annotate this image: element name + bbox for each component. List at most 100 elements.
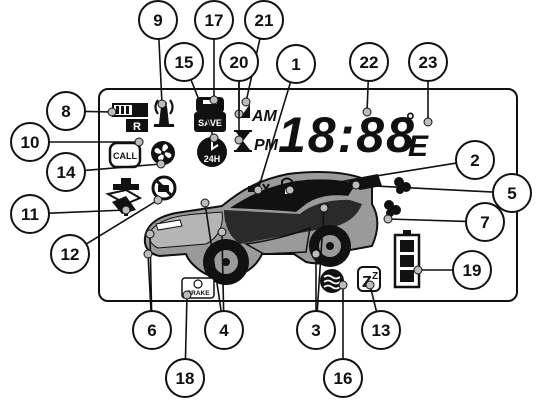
callout-number-14: 14 xyxy=(57,163,76,182)
leader-dot-11 xyxy=(121,205,131,215)
callout-6: 6 xyxy=(132,310,172,350)
leader-dot-15 xyxy=(209,133,219,143)
callout-circle-16 xyxy=(323,358,363,398)
callout-15: 15 xyxy=(164,42,204,82)
leader-dot-1 xyxy=(253,185,263,195)
leader-line-5 xyxy=(355,184,494,193)
callout-7: 7 xyxy=(465,202,505,242)
leader-line-12 xyxy=(85,199,159,245)
callout-circle-11 xyxy=(10,194,50,234)
callout-circle-23 xyxy=(408,42,448,82)
callout-number-2: 2 xyxy=(470,151,479,170)
leader-dot-7 xyxy=(383,214,393,224)
callout-number-15: 15 xyxy=(175,53,194,72)
leader-dot-8 xyxy=(107,107,117,117)
leader-dot-18 xyxy=(182,290,192,300)
clock-24h-icon: 24H xyxy=(197,137,227,167)
callout-number-6: 6 xyxy=(147,321,156,340)
callout-circle-19 xyxy=(452,250,492,290)
leader-line-2 xyxy=(289,162,457,191)
callout-number-1: 1 xyxy=(291,55,300,74)
callout-10: 10 xyxy=(10,122,50,162)
callout-circle-9 xyxy=(138,0,178,40)
callout-circle-12 xyxy=(50,234,90,274)
degree-symbol: ° xyxy=(406,108,415,133)
callout-number-8: 8 xyxy=(61,102,70,121)
callout-circle-18 xyxy=(165,358,205,398)
callout-circle-15 xyxy=(164,42,204,82)
leader-dot-4 xyxy=(200,198,210,208)
callout-11: 11 xyxy=(10,194,50,234)
leader-dot-16 xyxy=(338,280,348,290)
callout-number-21: 21 xyxy=(255,11,274,30)
callout-circle-21 xyxy=(244,0,284,40)
call-label: CALL xyxy=(113,151,137,161)
leader-dot-6 xyxy=(145,229,155,239)
callout-19: 19 xyxy=(452,250,492,290)
call-icon: CALL xyxy=(108,139,142,169)
leader-dot-6 xyxy=(143,249,153,259)
am-label: AM xyxy=(251,108,278,125)
ignition-disabled-icon xyxy=(151,175,177,201)
callout-number-10: 10 xyxy=(21,133,40,152)
car-door xyxy=(243,226,311,255)
leader-dot-10 xyxy=(134,137,144,147)
callout-13: 13 xyxy=(361,310,401,350)
callout-2: 2 xyxy=(455,140,495,180)
callout-16: 16 xyxy=(323,358,363,398)
leader-dot-4 xyxy=(217,227,227,237)
callout-number-4: 4 xyxy=(219,321,229,340)
leader-dot-22 xyxy=(362,107,372,117)
callout-circle-10 xyxy=(10,122,50,162)
heater-icon xyxy=(320,269,344,293)
callout-number-9: 9 xyxy=(153,11,162,30)
leader-dot-23 xyxy=(423,117,433,127)
leader-dot-17 xyxy=(209,95,219,105)
pager-r-label: R xyxy=(133,121,141,133)
leader-dot-12 xyxy=(153,195,163,205)
hood-indicator-icon xyxy=(384,200,401,217)
car-side-panel xyxy=(224,199,362,244)
callout-circle-8 xyxy=(46,91,86,131)
pm-label: PM xyxy=(254,137,279,154)
callout-number-20: 20 xyxy=(230,53,249,72)
leader-line-22 xyxy=(366,80,370,113)
snooze-z-small: Z xyxy=(372,271,378,282)
leader-line-8 xyxy=(84,110,113,113)
leader-dot-9 xyxy=(157,99,167,109)
leader-dot-2 xyxy=(285,185,295,195)
callout-number-12: 12 xyxy=(61,245,80,264)
callout-5: 5 xyxy=(492,173,532,213)
battery-icon xyxy=(393,230,421,289)
callout-number-18: 18 xyxy=(176,369,195,388)
leader-line-4 xyxy=(221,231,225,312)
temperature-unit: E xyxy=(408,130,429,163)
leader-line-6 xyxy=(149,233,153,312)
callout-number-22: 22 xyxy=(360,53,379,72)
callout-20: 20 xyxy=(219,42,259,82)
leader-line-13 xyxy=(369,284,378,312)
leader-lines xyxy=(48,38,494,360)
brake-label: BRAKE xyxy=(186,290,210,297)
callout-4: 4 xyxy=(204,310,244,350)
clock-digits: 18:88 xyxy=(278,107,416,163)
callout-number-11: 11 xyxy=(21,205,39,224)
callout-circle-13 xyxy=(361,310,401,350)
leader-line-11 xyxy=(48,209,127,215)
callout-circle-22 xyxy=(349,42,389,82)
callout-21: 21 xyxy=(244,0,284,40)
timer-24h-label: 24H xyxy=(204,154,221,164)
car-headlight xyxy=(155,219,183,231)
callout-number-23: 23 xyxy=(419,53,438,72)
clock-display: 18:88 ° E xyxy=(278,107,429,163)
callout-12: 12 xyxy=(50,234,90,274)
callout-18: 18 xyxy=(165,358,205,398)
leader-dot-14 xyxy=(156,159,166,169)
callout-number-3: 3 xyxy=(311,321,320,340)
leader-line-6 xyxy=(147,253,152,312)
callout-circle-4 xyxy=(204,310,244,350)
callout-number-13: 13 xyxy=(372,321,391,340)
leader-dot-3 xyxy=(319,203,329,213)
leader-line-7 xyxy=(387,218,467,223)
